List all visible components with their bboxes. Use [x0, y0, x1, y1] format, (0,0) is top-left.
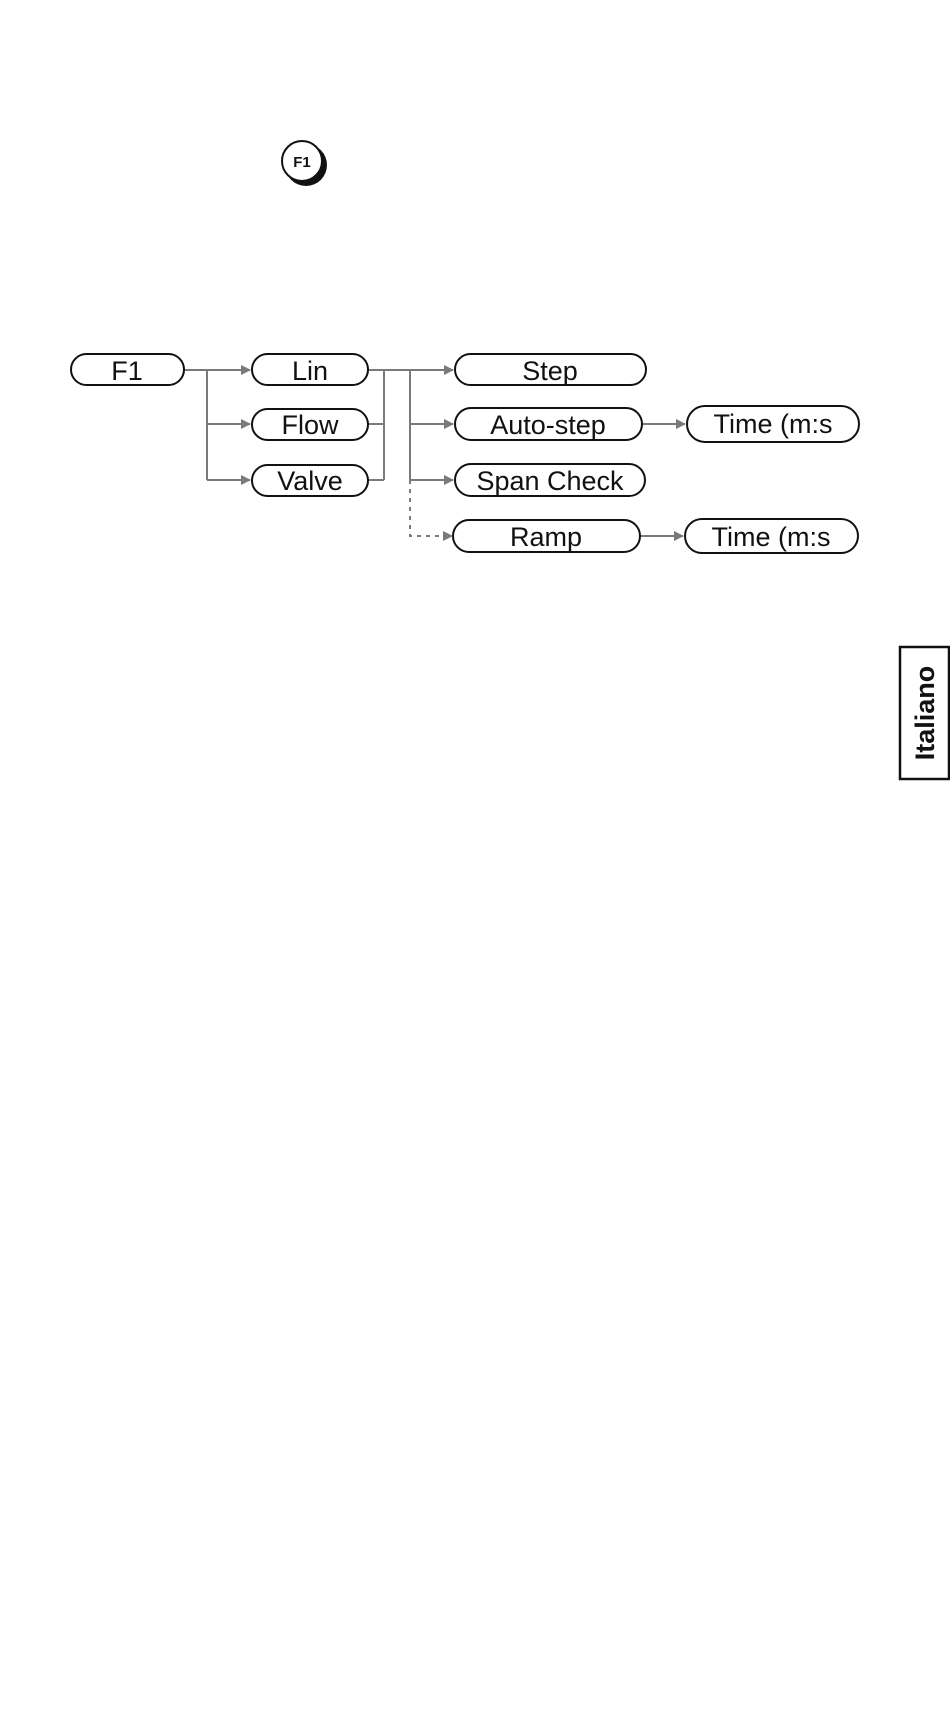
- node-auto-step-label: Auto-step: [490, 410, 606, 440]
- node-time-auto-step: Time (m:s: [687, 406, 859, 442]
- connector-lines: [184, 370, 685, 536]
- node-step: Step: [455, 354, 646, 386]
- node-ramp-label: Ramp: [510, 522, 582, 552]
- language-tab-label: Italiano: [910, 666, 940, 761]
- node-valve-label: Valve: [277, 466, 343, 496]
- node-valve: Valve: [252, 465, 368, 496]
- node-f1: F1: [71, 354, 184, 386]
- node-auto-step: Auto-step: [455, 408, 642, 440]
- node-flow-label: Flow: [281, 410, 339, 440]
- node-step-label: Step: [522, 356, 578, 386]
- node-f1-label: F1: [111, 356, 143, 386]
- node-span-check-label: Span Check: [476, 466, 624, 496]
- node-time-auto-step-label: Time (m:s: [714, 409, 833, 439]
- node-time-ramp-label: Time (m:s: [712, 522, 831, 552]
- node-lin-label: Lin: [292, 356, 328, 386]
- node-time-ramp: Time (m:s: [685, 519, 858, 553]
- node-flow: Flow: [252, 409, 368, 440]
- f1-key-icon[interactable]: F1: [282, 141, 327, 186]
- node-span-check: Span Check: [455, 464, 645, 496]
- node-ramp: Ramp: [453, 520, 640, 552]
- node-lin: Lin: [252, 354, 368, 386]
- f1-key-label: F1: [293, 154, 311, 171]
- language-tab: Italiano: [900, 647, 949, 779]
